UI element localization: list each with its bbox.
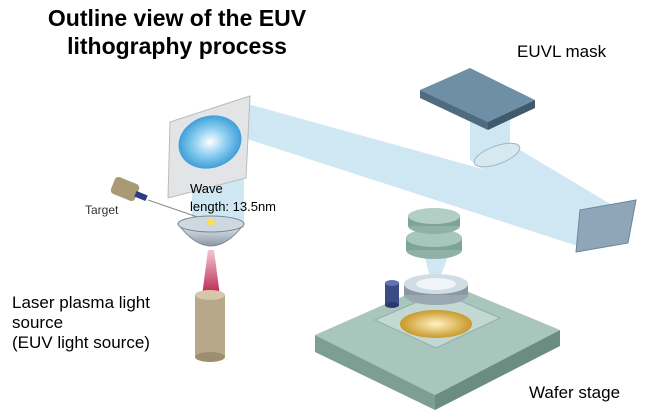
wavelength-line-1: Wave	[190, 181, 223, 196]
projection-mirror	[473, 142, 521, 168]
laser-source-label: Laser plasma light source (EUV light sou…	[12, 293, 150, 353]
title-line-2: lithography process	[67, 33, 287, 59]
plasma-point	[207, 218, 215, 226]
laser-source-line-1: Laser plasma light	[12, 293, 150, 312]
laser-source	[195, 250, 225, 362]
side-mirror	[575, 199, 637, 253]
stage-sensor	[385, 280, 399, 308]
wavelength-line-2: length: 13.5nm	[190, 199, 277, 214]
wafer-stage	[315, 280, 560, 410]
wafer-stage-label: Wafer stage	[529, 383, 621, 402]
folding-mirror	[167, 95, 251, 199]
title-line-1: Outline view of the EUV	[47, 5, 307, 31]
wavelength-label: Wave length: 13.5nm	[190, 180, 276, 216]
wafer	[400, 310, 472, 338]
target-label: Target	[85, 203, 119, 217]
laser-source-line-3: (EUV light source)	[12, 333, 150, 352]
diagram-title: Outline view of the EUV lithography proc…	[42, 4, 312, 60]
laser-source-line-2: source	[12, 313, 64, 332]
euvl-mask-label: EUVL mask	[517, 42, 607, 61]
euvl-mask	[420, 68, 535, 130]
collector-mirror	[176, 215, 246, 247]
projection-optics	[404, 208, 468, 305]
target-nozzle	[110, 176, 213, 223]
